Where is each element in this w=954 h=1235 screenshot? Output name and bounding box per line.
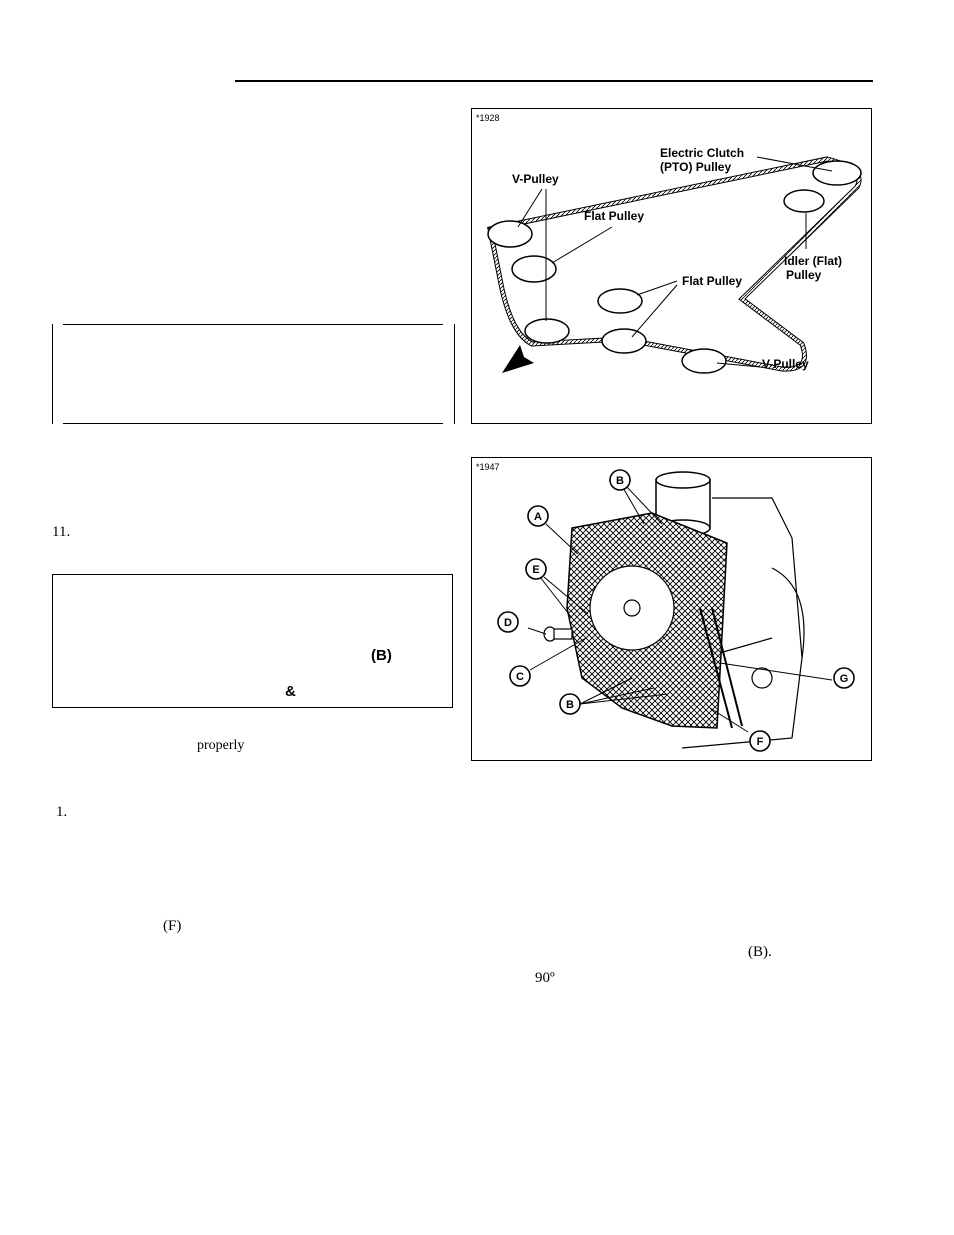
flat-pulley-mid-1 [597,288,643,314]
belt-routing-drawing [487,156,862,374]
label-idler-pulley: Pulley [786,268,822,282]
callout-b-top [609,469,631,491]
note-ampersand: & [285,683,296,700]
ref-f: (F) [163,918,182,934]
label-electric-clutch: Electric Clutch [660,146,745,160]
v-pulley-mid [524,318,570,344]
note-box-1 [52,324,455,424]
callout-b-top-text: B [616,475,624,487]
v-pulley-bottom [681,348,727,374]
callout-e-text: E [532,564,539,576]
direction-arrow-icon [502,345,534,373]
callout-f [749,730,771,752]
callout-b-bottom [559,693,581,715]
label-v-pulley-top: V-Pulley [512,172,559,186]
callout-a [527,505,549,527]
figure-1-id: *1928 [476,113,500,123]
callout-d [497,611,519,633]
figure-2-id: *1947 [476,462,500,472]
callout-d-text: D [504,617,512,629]
clutch-pulley [812,160,862,186]
callout-c [509,665,531,687]
properly-word: properly [197,738,245,753]
engine-shroud-drawing: B A E D C B F G [497,469,855,752]
label-v-pulley-bottom: V-Pulley [762,357,809,371]
v-pulley-top [487,220,533,248]
label-pto-pulley: (PTO) Pulley [660,160,732,174]
note-ref-b: (B) [371,647,392,664]
callout-e [525,558,547,580]
label-flat-pulley-top: Flat Pulley [584,209,645,223]
callout-a-text: A [534,511,542,523]
callout-c-text: C [516,671,524,683]
flat-pulley-mid-2 [601,328,647,354]
ref-b-final: (B). [748,944,772,960]
callout-g [833,667,855,689]
degrees-90: 90º [535,970,555,986]
callout-b-bottom-text: B [566,699,574,711]
callout-g-text: G [840,673,849,685]
flat-pulley-top [511,255,557,283]
figure-belt-routing: *1928 [471,108,872,424]
label-idler-flat: Idler (Flat) [784,254,843,268]
fan-icon [589,565,675,651]
figure-engine-shroud: *1947 [471,457,872,761]
header-rule [235,80,873,82]
callout-f-text: F [757,736,764,748]
step-11-number: 11. [52,524,71,540]
idler-pulley [783,189,825,213]
label-flat-pulley-mid: Flat Pulley [682,274,743,288]
step-1-number: 1. [56,804,68,820]
note-box-2 [52,574,453,708]
